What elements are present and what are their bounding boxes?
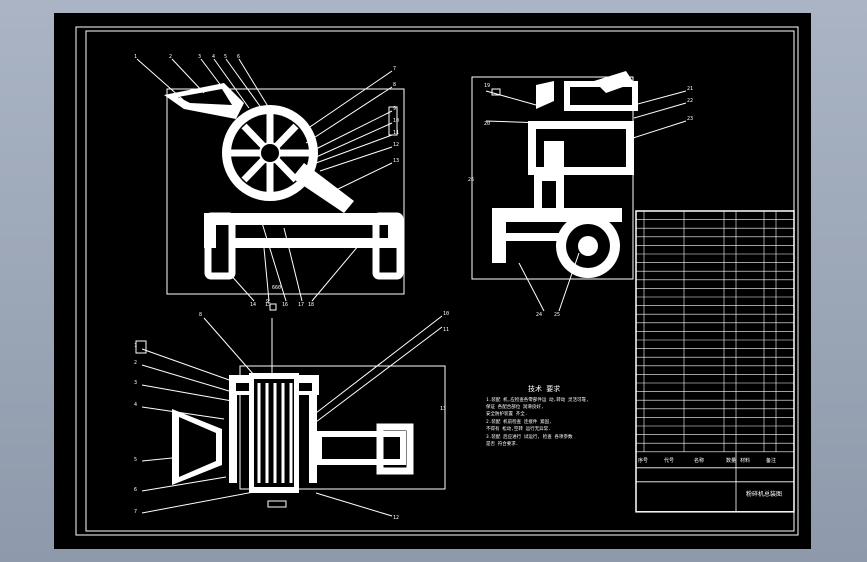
notes-title: 技术 要求 xyxy=(528,384,560,393)
svg-text:19: 19 xyxy=(484,83,490,89)
svg-text:10: 10 xyxy=(393,118,399,124)
svg-text:8: 8 xyxy=(393,82,396,88)
svg-text:3.装配 后应进行 试运行, 检查 各项参数: 3.装配 后应进行 试运行, 检查 各项参数 xyxy=(486,433,573,440)
svg-text:1.装配 机,应检查各零部件运 动,转动 灵活可靠,: 1.装配 机,应检查各零部件运 动,转动 灵活可靠, xyxy=(486,396,589,403)
title-block-label: 备注 xyxy=(766,457,776,464)
svg-text:660: 660 xyxy=(272,285,281,291)
drawing-name: 粉碎机总装图 xyxy=(746,490,782,498)
title-block-label: 名称 xyxy=(694,457,704,464)
bom-frame xyxy=(635,210,795,513)
svg-text:26: 26 xyxy=(468,177,474,183)
svg-text:16: 16 xyxy=(282,302,288,308)
svg-text:6: 6 xyxy=(237,54,240,60)
side-view: 19 20 21 22 23 24 25 26 xyxy=(468,71,693,318)
svg-text:7: 7 xyxy=(134,509,137,515)
svg-text:2: 2 xyxy=(169,54,172,60)
title-block-label: 代号 xyxy=(664,457,674,464)
title-block-label: 数量 xyxy=(726,457,736,464)
svg-text:7: 7 xyxy=(393,66,396,72)
svg-text:12: 12 xyxy=(393,515,399,521)
svg-text:3: 3 xyxy=(134,380,137,386)
svg-text:6: 6 xyxy=(134,487,137,493)
svg-text:1: 1 xyxy=(134,54,137,60)
svg-text:18: 18 xyxy=(308,302,314,308)
svg-text:3: 3 xyxy=(198,54,201,60)
svg-text:4: 4 xyxy=(212,54,215,60)
svg-text:1: 1 xyxy=(134,343,137,349)
svg-text:5: 5 xyxy=(134,457,137,463)
svg-text:4: 4 xyxy=(134,402,137,408)
title-block-label: 材料 xyxy=(740,457,750,464)
outer-frame xyxy=(75,26,799,536)
svg-text:25: 25 xyxy=(554,312,560,318)
svg-text:是否 符合要求.: 是否 符合要求. xyxy=(486,440,518,447)
svg-text:13: 13 xyxy=(393,158,399,164)
svg-text:11: 11 xyxy=(393,130,399,136)
svg-text:保证 各配合部位 润滑良好,: 保证 各配合部位 润滑良好, xyxy=(486,403,544,410)
svg-text:2.装配 机前检查 连接件 紧固,: 2.装配 机前检查 连接件 紧固, xyxy=(486,418,552,425)
svg-text:13: 13 xyxy=(440,406,446,412)
title-block-label: 序号 xyxy=(638,457,648,464)
svg-text:22: 22 xyxy=(687,98,693,104)
svg-text:11: 11 xyxy=(443,327,449,333)
svg-text:10: 10 xyxy=(443,311,449,317)
svg-text:20: 20 xyxy=(484,121,490,127)
svg-text:14: 14 xyxy=(250,302,256,308)
svg-text:5: 5 xyxy=(224,54,227,60)
svg-text:17: 17 xyxy=(298,302,304,308)
svg-text:8: 8 xyxy=(199,312,202,318)
svg-text:9: 9 xyxy=(393,106,396,112)
svg-text:2: 2 xyxy=(134,360,137,366)
svg-text:12: 12 xyxy=(393,142,399,148)
technical-notes: 技术 要求 1.装配 机,应检查各零部件运 动,转动 灵活可靠, 保证 各配合部… xyxy=(486,384,589,447)
svg-text:不得有 松动,空转 运行无异常.: 不得有 松动,空转 运行无异常. xyxy=(486,425,551,432)
svg-text:安全防护装置 齐全.: 安全防护装置 齐全. xyxy=(486,410,527,417)
svg-text:21: 21 xyxy=(687,86,693,92)
bill-of-materials: 序号 代号 名称 数量材料 备注粉碎机总装图 xyxy=(635,210,795,513)
svg-text:24: 24 xyxy=(536,312,542,318)
svg-text:9: 9 xyxy=(266,299,269,305)
svg-text:23: 23 xyxy=(687,116,693,122)
svg-text:15: 15 xyxy=(265,302,271,308)
